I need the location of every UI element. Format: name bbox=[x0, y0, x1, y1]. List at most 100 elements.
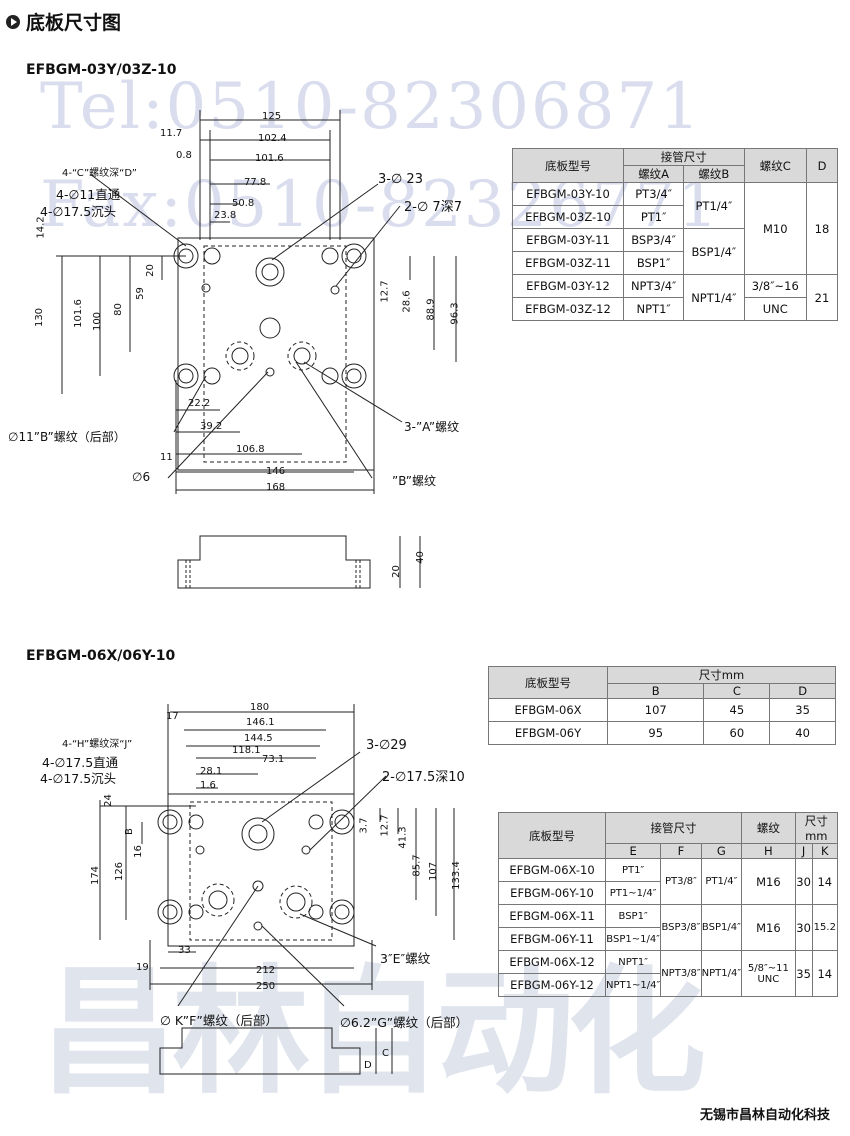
table-row: EFBGM-06X-10 PT1″ PT3/8″ PT1/4″ M16 30 1… bbox=[498, 858, 839, 905]
plate-outline-1 bbox=[177, 237, 375, 471]
cell-d: 21 bbox=[806, 274, 838, 321]
cell-e: BSP1~1/4″ bbox=[604, 927, 662, 951]
dim-20: 20 bbox=[144, 264, 156, 277]
cell-h: M16 bbox=[741, 904, 796, 951]
label-e-thread: 3″E″螺纹 bbox=[380, 951, 431, 966]
th-col-e: E bbox=[604, 843, 662, 859]
corner-hole bbox=[173, 363, 199, 389]
table-row: EFBGM-03Y-11 BSP3/4″ BSP1/4″ bbox=[512, 228, 838, 275]
th-col-c: C bbox=[703, 683, 771, 699]
th-thread-b: 螺纹 bbox=[741, 812, 796, 844]
dim-106-8: 106.8 bbox=[236, 444, 265, 455]
cell-b: BSP1/4″ bbox=[683, 228, 745, 275]
cell-model: EFBGM-06Y-10 bbox=[498, 881, 606, 905]
dim-28-6: 28.6 bbox=[401, 290, 413, 313]
cell-model: EFBGM-03Z-11 bbox=[512, 251, 624, 275]
table-row: EFBGM-03Z-12 NPT1″ UNC bbox=[512, 297, 838, 321]
label-hole7: 2-∅ 7深7 bbox=[404, 200, 462, 215]
label-hole29: 3-∅29 bbox=[366, 738, 407, 753]
dim-80: 80 bbox=[112, 303, 124, 316]
table-row: EFBGM-06X 107 45 35 bbox=[488, 698, 836, 722]
cell-c: 45 bbox=[703, 698, 771, 722]
dim-50-8: 50.8 bbox=[232, 198, 255, 209]
dim-212: 212 bbox=[256, 965, 276, 976]
cell-h: 5/8″~11 UNC bbox=[741, 950, 796, 997]
dim-22-2: 22.2 bbox=[188, 398, 211, 409]
dim-b: B bbox=[123, 828, 135, 835]
table-row: EFBGM-06Y 95 60 40 bbox=[488, 721, 836, 745]
cell-c: M10 bbox=[743, 182, 807, 275]
dim-33: 33 bbox=[178, 945, 191, 956]
page-title: 底板尺寸图 bbox=[26, 12, 122, 34]
table-row: EFBGM-03Z-11 BSP1″ bbox=[512, 251, 838, 275]
dim-118-1: 118.1 bbox=[232, 745, 261, 756]
label-h-thread: 4-“H”螺纹深“J” bbox=[62, 739, 133, 750]
table-row: EFBGM-06Y-10 PT1~1/4″ bbox=[498, 881, 838, 905]
section2-table-a: 底板型号 尺寸mm B C D EFBGM-06X 107 45 35 EFBG… bbox=[488, 666, 836, 745]
cell-b: PT1/4″ bbox=[683, 182, 745, 229]
th-model: 底板型号 bbox=[512, 148, 624, 183]
dim-23-8: 23.8 bbox=[214, 210, 237, 221]
cell-j: 30 bbox=[794, 904, 813, 951]
section1-title: EFBGM-03Y/03Z-10 bbox=[26, 62, 177, 78]
dim-144-5: 144.5 bbox=[244, 733, 273, 744]
th-col-g: G bbox=[700, 843, 743, 859]
th-d: D bbox=[806, 148, 838, 183]
cell-d: 18 bbox=[806, 182, 838, 275]
watermark-tel: Tel:0510-82306871 bbox=[40, 70, 702, 144]
dim-96-3: 96.3 bbox=[449, 302, 461, 325]
cell-model: EFBGM-06X-11 bbox=[498, 904, 606, 928]
th-col-j: J bbox=[794, 843, 813, 859]
label-k-thread: ∅ K”F”螺纹（后部） bbox=[160, 1013, 278, 1028]
section2-title: EFBGM-06X/06Y-10 bbox=[26, 648, 176, 664]
cell-c: 60 bbox=[703, 721, 771, 745]
cell-a: BSP1″ bbox=[622, 251, 685, 275]
dim-130: 130 bbox=[34, 307, 46, 328]
dim-19: 19 bbox=[136, 962, 149, 973]
cell-k: 14 bbox=[811, 858, 839, 905]
cell-e: PT1″ bbox=[604, 858, 662, 882]
cell-f: NPT3/8″ bbox=[660, 950, 702, 997]
th-pipe-b: 接管尺寸 bbox=[604, 812, 743, 844]
th-size-a: 尺寸mm bbox=[607, 666, 836, 684]
dim-133-4: 133.4 bbox=[450, 861, 462, 890]
th-c: 螺纹C bbox=[743, 148, 807, 183]
table-row: EFBGM-06X-11 BSP1″ BSP3/8″ BSP1/4″ M16 3… bbox=[498, 904, 839, 951]
cell-model: EFBGM-03Y-10 bbox=[512, 182, 624, 206]
th-col-f: F bbox=[660, 843, 702, 859]
dim-250: 250 bbox=[256, 981, 276, 992]
cell-model: EFBGM-03Y-11 bbox=[512, 228, 624, 252]
cell-a: BSP3/4″ bbox=[622, 228, 685, 252]
dim-11-7: 11.7 bbox=[160, 128, 183, 139]
th-pipe: 接管尺寸 bbox=[623, 148, 745, 166]
dim-73-1: 73.1 bbox=[262, 754, 285, 765]
dim-24: 24 bbox=[102, 794, 114, 807]
cell-k: 14 bbox=[811, 950, 839, 997]
th-col-k: K bbox=[811, 843, 839, 859]
dim-126: 126 bbox=[114, 861, 126, 882]
cell-k: 15.2 bbox=[811, 904, 839, 951]
section1-drawing bbox=[56, 110, 457, 589]
dim-77-8: 77.8 bbox=[244, 177, 267, 188]
dim-39-2: 39.2 bbox=[200, 421, 223, 432]
dim-0-8: 0.8 bbox=[176, 150, 192, 161]
dim-14-2: 14.2 bbox=[35, 216, 47, 239]
label-counterbore: 4-∅17.5沉头 bbox=[40, 204, 117, 219]
cell-f: BSP3/8″ bbox=[660, 904, 702, 951]
corner-hole bbox=[341, 363, 367, 389]
dim-59: 59 bbox=[134, 287, 146, 300]
dim-101-6-v: 101.6 bbox=[72, 299, 84, 328]
dim-20-side: 20 bbox=[390, 565, 402, 578]
cell-a: PT1″ bbox=[622, 205, 685, 229]
th-col-h: H bbox=[741, 843, 796, 859]
dim-d: D bbox=[364, 1060, 372, 1071]
cell-c: UNC bbox=[743, 297, 807, 321]
cell-a: NPT3/4″ bbox=[622, 274, 685, 298]
section1-table: 底板型号 接管尺寸 螺纹C D 螺纹A 螺纹B EFBGM-03Y-10 PT3… bbox=[512, 148, 838, 321]
cell-j: 30 bbox=[794, 858, 813, 905]
page-header: 底板尺寸图 bbox=[6, 8, 121, 35]
dim-40-side: 40 bbox=[414, 551, 426, 564]
plate-inner-1 bbox=[203, 245, 347, 463]
dim-125: 125 bbox=[262, 111, 282, 122]
dim-12-7: 12.7 bbox=[379, 280, 391, 303]
